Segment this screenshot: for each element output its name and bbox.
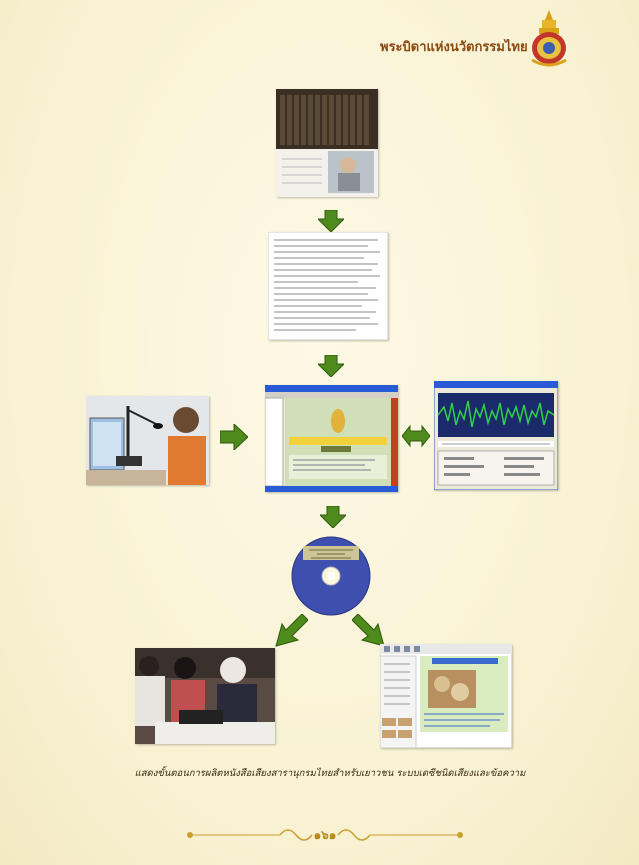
arrow-down-left-icon: [275, 614, 308, 647]
arrow-right-icon: [220, 424, 248, 450]
arrow-down-icon: [320, 506, 346, 528]
microphone-photo-icon: [86, 396, 209, 485]
page-footer: ๑๖๑: [180, 824, 470, 846]
webpage-window-icon: [380, 644, 512, 748]
page-number: ๑๖๑: [313, 828, 337, 842]
arrow-down-icon: [318, 355, 344, 377]
digital-book-screenshot: [380, 644, 512, 748]
document-icon: [268, 232, 388, 340]
ornament-flourish-icon: [187, 829, 463, 841]
daisy-cd-disc: [291, 536, 371, 616]
authoring-software-screenshot: [265, 385, 398, 492]
waveform-window-icon: [434, 381, 558, 490]
voice-recording-photo: [86, 396, 209, 485]
text-document-screenshot: [268, 232, 388, 340]
books-photo-icon: [276, 89, 378, 197]
audio-waveform-screenshot: [434, 381, 558, 490]
arrow-bidirectional-icon: [402, 424, 430, 448]
arrow-down-right-icon: [352, 614, 385, 647]
reading-users-photo: [135, 648, 275, 744]
page-title: พระบิดาแห่งนวัตกรรมไทย: [380, 40, 528, 55]
figure-caption: แสดงขั้นตอนการผลิตหนังสือเสียงสารานุกรมไ…: [134, 768, 526, 779]
book-collection-photo: [276, 89, 378, 197]
arrow-down-icon: [318, 210, 344, 232]
people-photo-icon: [135, 648, 275, 744]
software-window-icon: [265, 385, 398, 492]
royal-emblem-icon: [531, 10, 567, 67]
